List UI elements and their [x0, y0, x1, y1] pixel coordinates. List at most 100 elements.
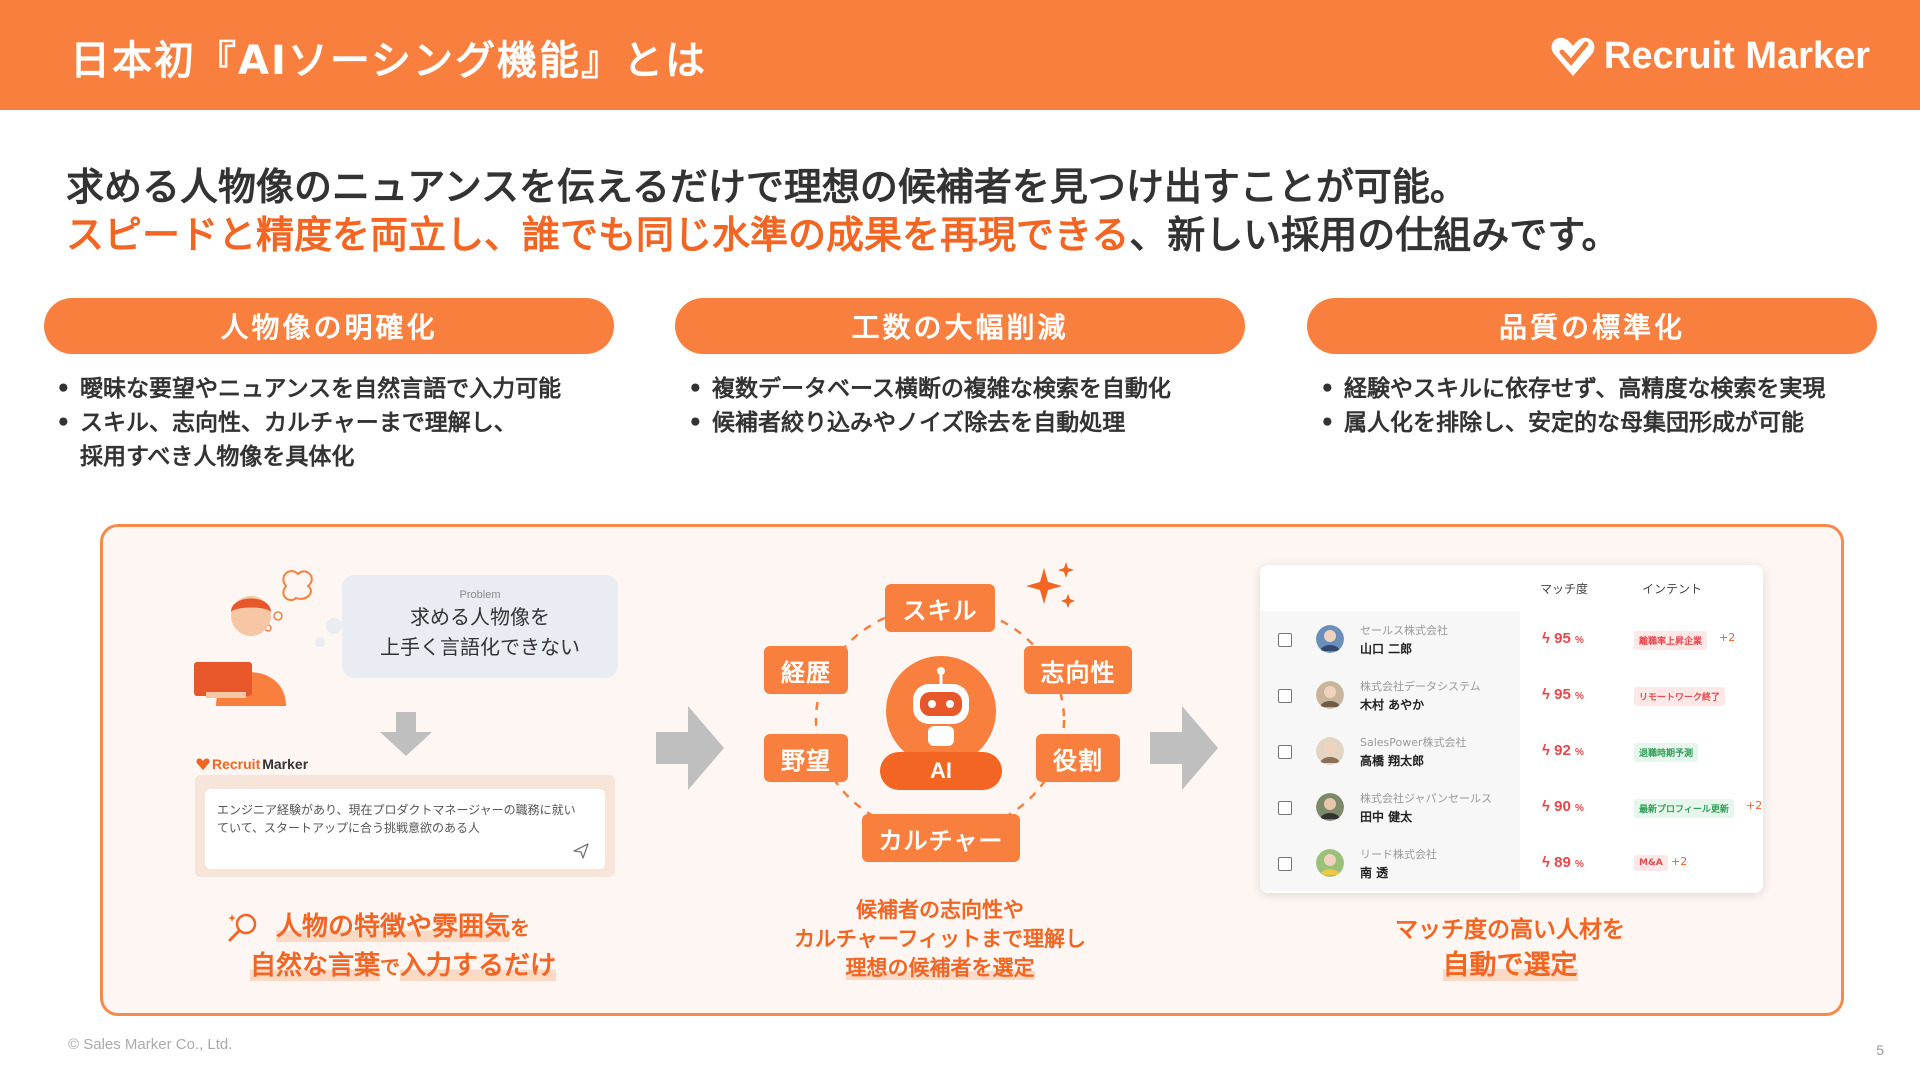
- row-checkbox[interactable]: [1278, 745, 1292, 759]
- chat-input[interactable]: エンジニア経験があり、現在プロダクトマネージャーの職務に就いていて、スタートアッ…: [205, 789, 605, 869]
- caption-part-d: で: [380, 955, 401, 979]
- intent-extra: +2: [1746, 799, 1763, 812]
- bubble-tail-icon: [315, 618, 342, 647]
- logo-text: Recruit Marker: [1603, 34, 1870, 77]
- lead-line-1: 求める人物像のニュアンスを伝えるだけで理想の候補者を見つけ出すことが可能。: [66, 165, 1468, 209]
- arrow-right-icon: [656, 706, 724, 790]
- problem-text-2: 上手く言語化できない: [380, 635, 580, 659]
- tag-career: 経歴: [764, 646, 848, 694]
- candidate-name: 山口 二郎: [1360, 642, 1413, 656]
- problem-bubble: Problem 求める人物像を 上手く言語化できない: [342, 575, 618, 678]
- ai-label: AI: [880, 752, 1002, 790]
- right-caption-2: 自動で選定: [1442, 950, 1578, 981]
- company-name: 株式会社ジャパンセールス: [1360, 792, 1492, 805]
- left-caption: 人物の特徴や雰囲気を 自然な言葉で入力するだけ: [230, 908, 557, 986]
- copyright: © Sales Marker Co., Ltd.: [68, 1036, 233, 1053]
- feature-title-reduce: 工数の大幅削減: [675, 298, 1245, 354]
- lead-line-2: スピードと精度を両立し、誰でも同じ水準の成果を再現できる、新しい採用の仕組みです…: [66, 204, 1619, 259]
- chat-input-text: エンジニア経験があり、現在プロダクトマネージャーの職務に就いていて、スタートアッ…: [217, 803, 576, 835]
- tag-skill: スキル: [885, 584, 995, 632]
- mini-logo: Recruit Marker: [196, 756, 308, 772]
- feature-title-clarify: 人物像の明確化: [44, 298, 614, 354]
- feature-bullets-standardize: 経験やスキルに依存せず、高精度な検索を実現 属人化を排除し、安定的な母集団形成が…: [1320, 372, 1825, 440]
- avatar: [1316, 849, 1344, 877]
- feature-bullets-reduce: 複数データベース横断の複雑な検索を自動化 候補者絞り込みやノイズ除去を自動処理: [688, 372, 1171, 440]
- bullet: 属人化を排除し、安定的な母集団形成が可能: [1320, 406, 1825, 440]
- intent-badge: リモートワーク終了: [1634, 687, 1726, 706]
- intent-badge: M&A: [1634, 855, 1668, 871]
- problem-text-1: 求める人物像を: [410, 605, 550, 629]
- table-row[interactable]: セールス株式会社 山口 二郎 ϟ 95 % 離職率上昇企業 +2: [1260, 611, 1763, 667]
- tag-orientation: 志向性: [1024, 646, 1132, 694]
- avatar: [1316, 793, 1344, 821]
- intent-badge: 最新プロフィール更新: [1634, 799, 1734, 818]
- caption-part-a: 人物の特徴や雰囲気: [276, 912, 511, 942]
- center-caption-3: 理想の候補者を選定: [845, 956, 1035, 980]
- problem-label: Problem: [459, 589, 501, 601]
- robot-icon: [913, 667, 969, 746]
- match-score: ϟ 90 %: [1542, 798, 1584, 815]
- page-number: 5: [1876, 1042, 1884, 1058]
- table-row[interactable]: 株式会社ジャパンセールス 田中 健太 ϟ 90 % 最新プロフィール更新 +2: [1260, 779, 1763, 835]
- company-name: セールス株式会社: [1360, 624, 1448, 637]
- feature-title-standardize: 品質の標準化: [1307, 298, 1877, 354]
- avatar: [1316, 681, 1344, 709]
- match-score: ϟ 89 %: [1542, 854, 1584, 871]
- match-score: ϟ 95 %: [1542, 630, 1584, 647]
- row-checkbox[interactable]: [1278, 857, 1292, 871]
- center-caption-2: カルチャーフィットまで理解し: [793, 927, 1087, 951]
- bullet: スキル、志向性、カルチャーまで理解し、 採用すべき人物像を具体化: [56, 406, 561, 474]
- arrow-down-icon: [380, 712, 432, 756]
- bullet: 複数データベース横断の複雑な検索を自動化: [688, 372, 1171, 406]
- column-header-match: マッチ度: [1540, 582, 1589, 596]
- caption-part-b: を: [510, 916, 531, 940]
- tag-culture: カルチャー: [862, 814, 1020, 862]
- table-row[interactable]: リード株式会社 南 透 ϟ 89 % M&A +2: [1260, 835, 1763, 891]
- intent-extra: +2: [1719, 631, 1736, 644]
- right-caption: マッチ度の高い人材を 自動で選定: [1360, 912, 1660, 984]
- center-caption-1: 候補者の志向性や: [856, 898, 1024, 922]
- bullet: 曖昧な要望やニュアンスを自然言語で入力可能: [56, 372, 561, 406]
- lead-rest: 、新しい採用の仕組みです。: [1129, 213, 1620, 257]
- candidate-name: 高橋 翔太郎: [1360, 754, 1425, 768]
- match-score: ϟ 95 %: [1542, 686, 1584, 703]
- brand-logo: Recruit Marker: [1550, 34, 1870, 78]
- send-icon[interactable]: [573, 843, 589, 859]
- mini-logo-text-b: Marker: [262, 756, 309, 772]
- sparkle-search-icon: [228, 913, 257, 942]
- caption-part-e: 入力するだけ: [400, 951, 557, 981]
- table-row[interactable]: SalesPower株式会社 高橋 翔太郎 ϟ 92 % 退職時期予測: [1260, 723, 1763, 779]
- table-row[interactable]: 株式会社データシステム 木村 あやか ϟ 95 % リモートワーク終了: [1260, 667, 1763, 723]
- intent-badge: 退職時期予測: [1634, 743, 1699, 762]
- row-checkbox[interactable]: [1278, 689, 1292, 703]
- right-caption-1: マッチ度の高い人材を: [1395, 917, 1625, 943]
- company-name: リード株式会社: [1360, 848, 1437, 861]
- tag-role: 役割: [1036, 734, 1120, 782]
- mini-logo-text-a: Recruit: [212, 756, 261, 772]
- match-score: ϟ 92 %: [1542, 742, 1584, 759]
- row-checkbox[interactable]: [1278, 801, 1292, 815]
- title-bar: 日本初『AIソーシング機能』とは Recruit Marker: [0, 0, 1920, 110]
- intent-badge: 離職率上昇企業: [1634, 631, 1708, 650]
- company-name: 株式会社データシステム: [1360, 680, 1481, 693]
- bullet: 候補者絞り込みやノイズ除去を自動処理: [688, 406, 1171, 440]
- center-caption: 候補者の志向性や カルチャーフィットまで理解し 理想の候補者を選定: [760, 896, 1120, 983]
- avatar: [1316, 625, 1344, 653]
- candidate-name: 木村 あやか: [1360, 698, 1425, 712]
- caption-part-c: 自然な言葉: [250, 951, 381, 981]
- candidate-name: 田中 健太: [1360, 810, 1413, 824]
- heart-check-icon: [196, 758, 210, 771]
- page-title: 日本初『AIソーシング機能』とは: [70, 38, 708, 84]
- lead-highlight: スピードと精度を両立し、誰でも同じ水準の成果を再現できる: [66, 213, 1130, 257]
- intent-extra: +2: [1671, 855, 1688, 868]
- bullet: 経験やスキルに依存せず、高精度な検索を実現: [1320, 372, 1825, 406]
- avatar: [1316, 737, 1344, 765]
- arrow-right-icon: [1150, 706, 1218, 790]
- row-checkbox[interactable]: [1278, 633, 1292, 647]
- thinking-person-icon: [194, 570, 313, 706]
- company-name: SalesPower株式会社: [1360, 736, 1467, 749]
- feature-bullets-clarify: 曖昧な要望やニュアンスを自然言語で入力可能 スキル、志向性、カルチャーまで理解し…: [56, 372, 561, 474]
- chat-box: エンジニア経験があり、現在プロダクトマネージャーの職務に就いていて、スタートアッ…: [195, 775, 615, 877]
- candidate-name: 南 透: [1360, 866, 1389, 880]
- column-header-intent: インテント: [1642, 582, 1703, 596]
